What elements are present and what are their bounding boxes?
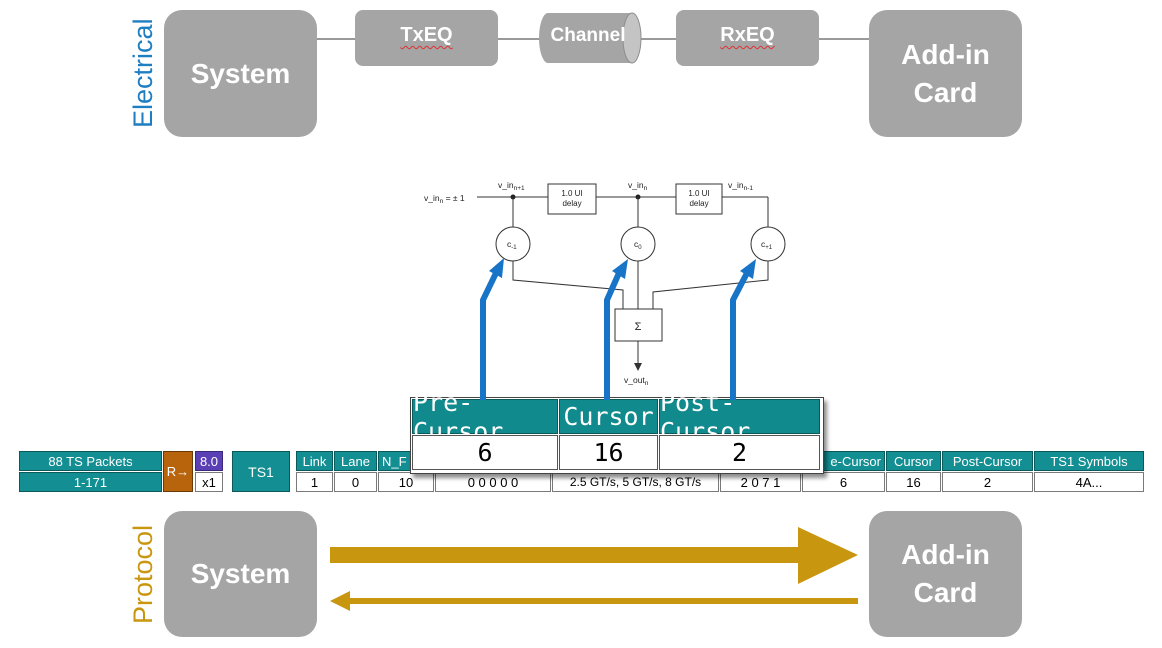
txeq-label: TxEQ bbox=[400, 24, 453, 46]
coef-mid-label: c0 bbox=[634, 239, 642, 251]
arrow-post-cursor-to-c-plus1 bbox=[730, 271, 750, 400]
delay-1-line2: delay bbox=[562, 199, 581, 208]
delay-2-line1: 1.0 UI bbox=[688, 189, 709, 198]
sum-line-right bbox=[652, 261, 769, 309]
txeq-box: TxEQ bbox=[355, 10, 498, 66]
tap-left-label: v_inn+1 bbox=[498, 180, 525, 192]
header-lane[interactable]: Lane bbox=[334, 451, 377, 471]
coef-left-label: c-1 bbox=[507, 239, 517, 251]
callout-header-pre-cursor[interactable]: Pre-Cursor bbox=[412, 388, 558, 446]
arrowhead-c-plus1 bbox=[740, 259, 756, 279]
link-speed-badge[interactable]: 8.0 bbox=[195, 451, 223, 471]
protocol-system-box: System bbox=[164, 511, 317, 637]
value-cursor[interactable]: 16 bbox=[886, 472, 941, 492]
value-lane[interactable]: 0 bbox=[334, 472, 377, 492]
callout-value-cursor[interactable]: 16 bbox=[559, 435, 658, 470]
ts-packets-range[interactable]: 1-171 bbox=[19, 472, 162, 492]
channel-cylinder bbox=[539, 12, 642, 64]
delay-2-line2: delay bbox=[689, 199, 708, 208]
electrical-addin-card-label: Add-in Card bbox=[901, 38, 990, 108]
arrowhead-c-minus1 bbox=[489, 258, 504, 278]
callout-value-post-cursor[interactable]: 2 bbox=[659, 435, 820, 470]
ts-type-cell[interactable]: TS1 bbox=[232, 451, 290, 492]
upstream-arrow-shaft bbox=[348, 598, 858, 604]
rxeq-box: RxEQ bbox=[676, 10, 819, 66]
protocol-system-label: System bbox=[190, 558, 291, 589]
value-ts1-identifier[interactable]: 2 0 7 1 bbox=[720, 472, 801, 492]
delay-1-line1: 1.0 UI bbox=[561, 189, 582, 198]
tap-right-label: v_inn-1 bbox=[728, 180, 753, 192]
protocol-addin-card-label: Add-in Card bbox=[901, 539, 990, 608]
header-link[interactable]: Link bbox=[296, 451, 333, 471]
callout-header-cursor[interactable]: Cursor bbox=[559, 399, 658, 434]
upstream-arrowhead bbox=[330, 591, 350, 611]
electrical-addin-card-box: Add-in Card bbox=[869, 10, 1022, 137]
output-arrowhead bbox=[634, 363, 642, 371]
downstream-arrowhead bbox=[798, 527, 858, 584]
output-label: v_outn bbox=[624, 375, 649, 387]
electrical-system-label: System bbox=[190, 57, 291, 89]
arrowhead-c0 bbox=[612, 259, 628, 279]
sum-symbol: Σ bbox=[635, 321, 642, 333]
electrical-system-box: System bbox=[164, 10, 317, 137]
header-ts1-symbols[interactable]: TS1 Symbols bbox=[1034, 451, 1144, 471]
value-post-cursor[interactable]: 2 bbox=[942, 472, 1033, 492]
value-training-control[interactable]: 0 0 0 0 0 bbox=[435, 472, 551, 492]
sum-line-left bbox=[512, 261, 624, 309]
downstream-arrow-shaft bbox=[330, 547, 800, 563]
link-width-badge[interactable]: x1 bbox=[195, 472, 223, 492]
ts-packets-count[interactable]: 88 TS Packets bbox=[19, 451, 162, 471]
value-pre-cursor[interactable]: 6 bbox=[802, 472, 885, 492]
channel-label: Channel bbox=[550, 25, 626, 46]
value-link[interactable]: 1 bbox=[296, 472, 333, 492]
direction-badge[interactable]: R→ bbox=[163, 451, 193, 492]
delay-box-1 bbox=[547, 183, 597, 215]
header-post-cursor[interactable]: Post-Cursor bbox=[942, 451, 1033, 471]
value-ts1-symbols[interactable]: 4A... bbox=[1034, 472, 1144, 492]
coef-right-label: c+1 bbox=[761, 239, 773, 251]
protocol-addin-card-box: Add-in Card bbox=[869, 511, 1022, 637]
rxeq-label: RxEQ bbox=[720, 24, 775, 46]
delay-box-2 bbox=[675, 183, 723, 215]
arrow-pre-cursor-to-c-minus1 bbox=[480, 271, 499, 400]
arrow-cursor-to-c0 bbox=[604, 271, 622, 400]
fir-input-label: v_inn = ± 1 bbox=[424, 193, 465, 205]
header-cursor[interactable]: Cursor bbox=[886, 451, 941, 471]
summation-box bbox=[614, 308, 663, 342]
value-n-fts[interactable]: 10 bbox=[378, 472, 434, 492]
callout-value-pre-cursor[interactable]: 6 bbox=[412, 435, 558, 470]
tap-mid-label: v_inn bbox=[628, 180, 648, 192]
